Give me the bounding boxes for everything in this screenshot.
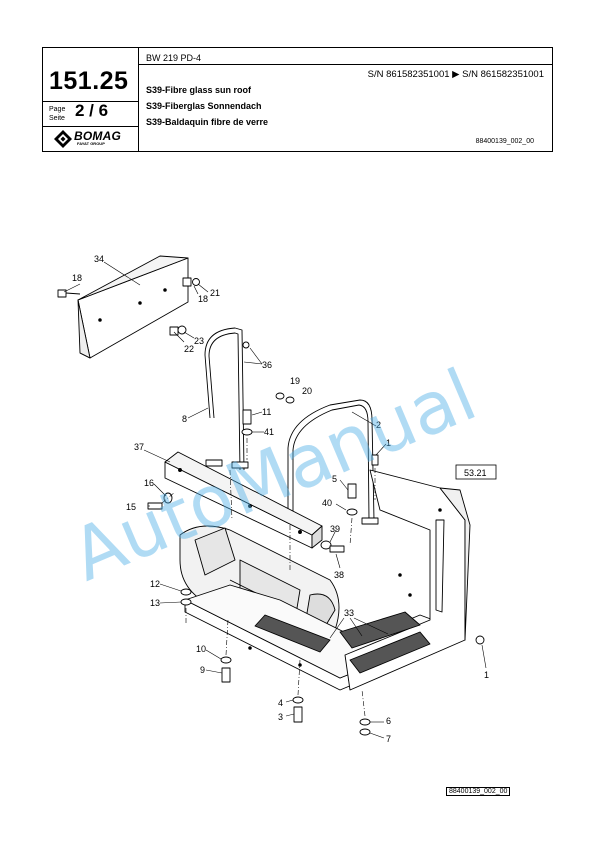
serial-range: S/N 861582351001 ▶ S/N 861582351001 (367, 69, 544, 80)
callout-13: 13 (150, 598, 160, 608)
callout-11: 11 (262, 407, 271, 417)
cab-frame (344, 469, 471, 691)
model-name: BW 219 PD-4 (146, 53, 202, 63)
bomag-logo: BOMAG FAYAT GROUP (53, 129, 133, 149)
leader-lines (63, 261, 487, 739)
title-french: S39-Baldaquin fibre de verre (146, 117, 269, 127)
crossbar-37 (164, 451, 323, 549)
callout-19: 19 (290, 376, 300, 386)
callout-16: 16 (144, 478, 154, 488)
title-english: S39-Fibre glass sun roof (146, 85, 252, 95)
callout-6: 6 (386, 716, 391, 726)
document-code: 88400139_002_00 (475, 138, 534, 145)
callout-36: 36 (262, 360, 272, 370)
callout-1a: 1 (386, 438, 391, 448)
assembly-lines (161, 438, 376, 717)
page-number: 151.25 (49, 67, 129, 95)
callout-33: 33 (344, 608, 354, 618)
callout-21: 21 (210, 288, 220, 298)
callout-34: 34 (94, 254, 104, 264)
page-label: Page Seite (49, 105, 65, 123)
bracket-34 (77, 255, 189, 359)
bomag-diamond-logo-icon (54, 130, 72, 148)
title-german: S39-Fiberglas Sonnendach (146, 101, 262, 111)
callout-2: 2 (376, 420, 381, 430)
callout-38: 38 (334, 570, 344, 580)
callout-20: 20 (302, 386, 312, 396)
callout-7: 7 (386, 734, 391, 744)
ref-box (455, 464, 497, 480)
callout-labels: 34 18 18 21 23 22 36 19 20 8 11 41 2 1 3… (72, 254, 497, 744)
page-fraction: 2 / 6 (75, 101, 109, 120)
callout-8: 8 (182, 414, 187, 424)
callout-4: 4 (278, 698, 283, 708)
callout-10: 10 (196, 644, 206, 654)
logo-name: BOMAG (74, 129, 121, 143)
footer-document-code: 88400139_002_00 (446, 787, 511, 796)
callout-12: 12 (150, 579, 160, 589)
callout-37: 37 (134, 442, 144, 452)
page-label-text: Page Seite (49, 106, 66, 122)
logo-tagline: FAYAT GROUP (77, 141, 105, 146)
callout-18b: 18 (198, 294, 208, 304)
callout-ref: 53.21 (464, 468, 487, 478)
frame-8 (204, 327, 249, 471)
hardware (147, 341, 485, 736)
callout-23: 23 (194, 336, 204, 346)
callout-41: 41 (264, 427, 274, 437)
callout-3: 3 (278, 712, 283, 722)
callout-18a: 18 (72, 273, 82, 283)
callout-39: 39 (330, 524, 340, 534)
callout-9: 9 (200, 665, 205, 675)
callout-1b: 1 (484, 670, 489, 680)
callout-5: 5 (332, 474, 337, 484)
callout-15: 15 (126, 502, 136, 512)
callout-22: 22 (184, 344, 194, 354)
header-block: BW 219 PD-4 S/N 861582351001 ▶ S/N 86158… (42, 47, 553, 152)
callout-40: 40 (322, 498, 332, 508)
